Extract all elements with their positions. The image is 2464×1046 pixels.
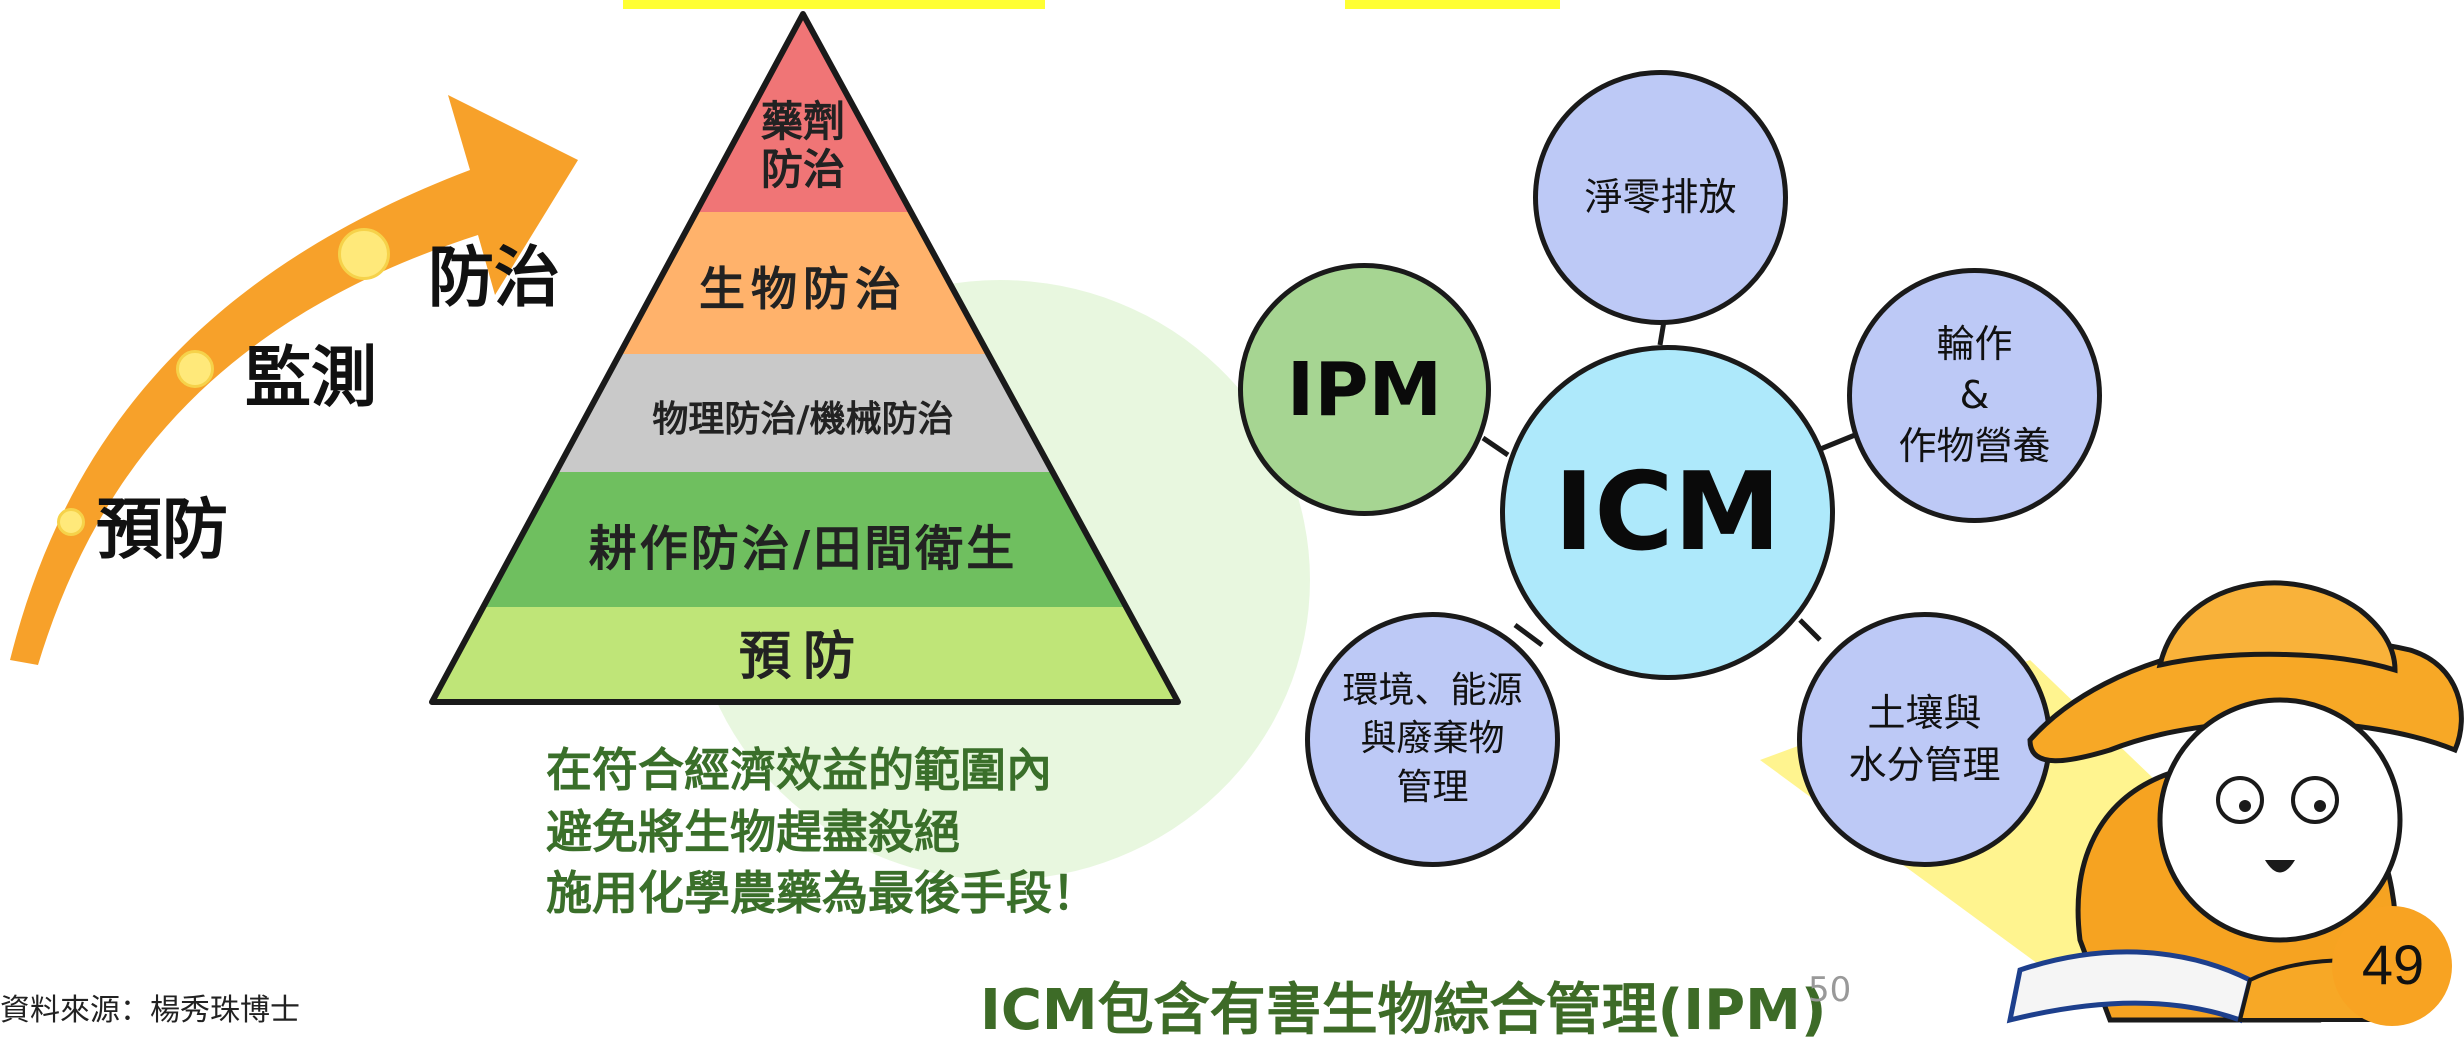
mouth [2265, 860, 2295, 873]
link-env-energy [1513, 622, 1544, 648]
page-badge-circle [2332, 906, 2452, 1026]
tier-physical-label: 物理防治/機械防治 [652, 399, 954, 440]
icm-center-bubble: ICM [1500, 345, 1835, 680]
orange-arrow [10, 95, 578, 665]
step-control: 防治 [428, 239, 560, 316]
rotation-bubble: 輪作 & 作物營養 [1847, 268, 2102, 523]
pyramid-note: 在符合經濟效益的範圍內 避免將生物趕盡殺絕 施用化學農藥為最後手段！ [546, 743, 1098, 921]
soil-water-label: 土壤與 水分管理 [1848, 691, 2001, 787]
hat-crown [2156, 580, 2398, 674]
page-number: 49 [2361, 933, 2425, 996]
step-monitor: 監測 [245, 339, 377, 416]
tier-cultural-fill [432, 472, 1178, 607]
soil-water-bubble: 土壤與 水分管理 [1797, 612, 2052, 867]
tier-prevent-fill [432, 607, 1178, 702]
tier-cultural-label: 耕作防治/田間衛生 [588, 521, 1018, 577]
page-badge [2332, 906, 2452, 1026]
link-rotation [1817, 432, 1856, 453]
arrow-shape [10, 95, 578, 665]
left-eye [2216, 776, 2264, 824]
net-zero-bubble: 淨零排放 [1533, 70, 1788, 325]
ipm-label: IPM [1286, 346, 1443, 433]
link-ipm [1481, 435, 1510, 458]
step-dot-control [338, 228, 390, 280]
ipm-bubble: IPM [1238, 263, 1491, 516]
step-prevent: 預防 [96, 491, 228, 568]
env-energy-label: 環境、能源 與廢棄物 管理 [1342, 669, 1523, 808]
tier-bio-label: 生物防治 [699, 262, 907, 316]
face [2157, 697, 2403, 943]
step-dot-monitor [176, 350, 214, 388]
pyramid-outline [429, 11, 1181, 705]
bottom-caption: ICM包含有害生物綜合管理(IPM) [980, 978, 1827, 1043]
env-energy-bubble: 環境、能源 與廢棄物 管理 [1305, 612, 1560, 867]
page-number-faint: 50 [1808, 970, 1852, 1010]
net-zero-label: 淨零排放 [1584, 174, 1737, 219]
step-dot-prevent [57, 508, 85, 536]
rotation-label: 輪作 & 作物營養 [1898, 321, 2051, 469]
tier-prevent-label: 預防 [738, 627, 867, 687]
yellow-highlight-left [623, 0, 1045, 9]
link-soil-water [1798, 618, 1822, 642]
right-eye [2291, 776, 2339, 824]
yellow-highlight-right [1345, 0, 1560, 9]
farmer-character-illustration [2006, 580, 2464, 1024]
tier-drug-label: 藥劑 防治 [760, 97, 845, 195]
icm-center-label: ICM [1554, 450, 1781, 575]
source-credit: 資料來源：楊秀珠博士 [0, 993, 300, 1028]
